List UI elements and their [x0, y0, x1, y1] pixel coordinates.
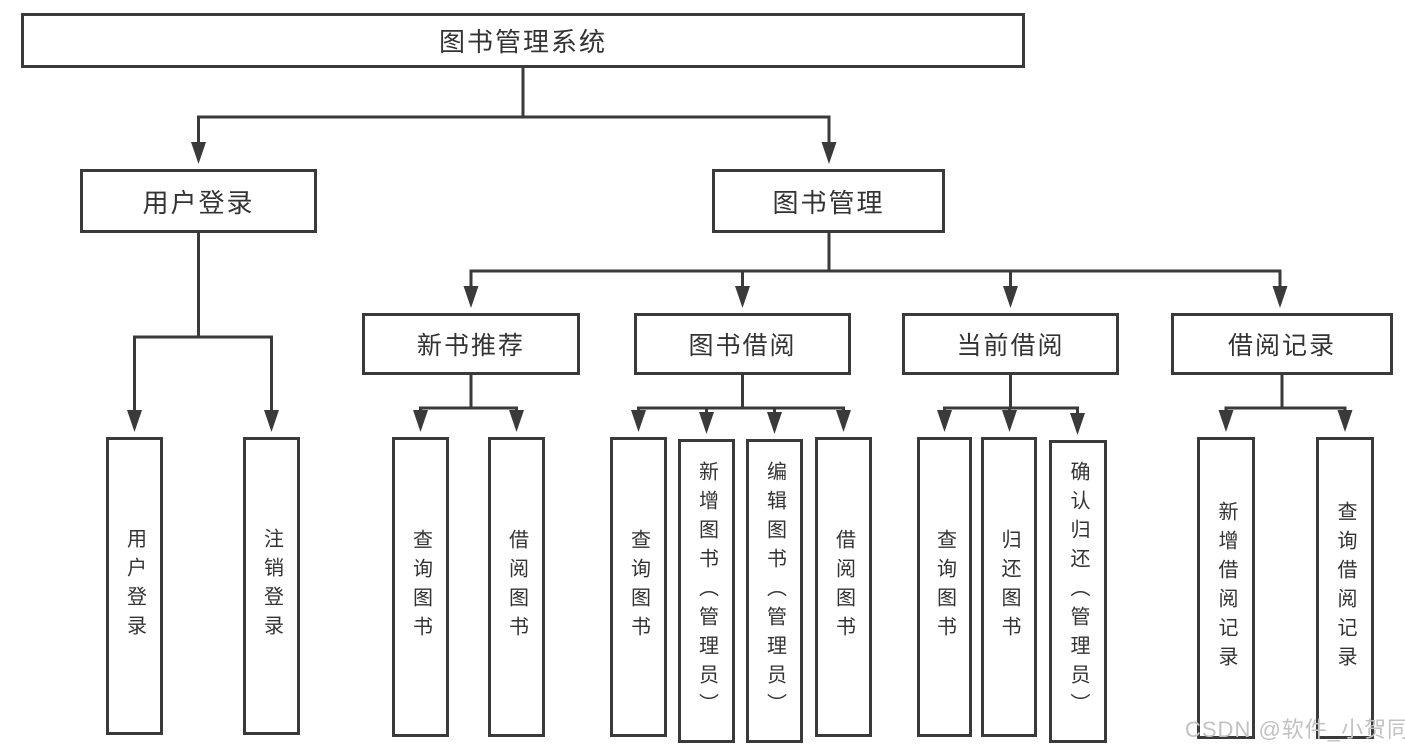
node-root-system: 图书管理系统	[21, 13, 1025, 68]
leaf-borrow-books-recommend: 借阅图书	[488, 437, 545, 737]
node-borrowing-records: 借阅记录	[1171, 313, 1393, 375]
leaf-edit-books-admin: 编辑图书（管理员）	[746, 439, 803, 743]
node-book-borrowing: 图书借阅	[634, 313, 851, 375]
node-current-borrowing: 当前借阅	[902, 313, 1119, 375]
leaf-query-books-current: 查询图书	[917, 437, 972, 737]
leaf-add-books-admin: 新增图书（管理员）	[678, 439, 735, 743]
leaf-user-login: 用户登录	[106, 437, 163, 735]
leaf-query-borrow-record: 查询借阅记录	[1316, 437, 1374, 739]
leaf-borrow-books: 借阅图书	[815, 437, 872, 737]
leaf-return-books: 归还图书	[981, 437, 1037, 737]
leaf-add-borrow-record: 新增借阅记录	[1197, 437, 1255, 739]
leaf-query-books-recommend: 查询图书	[392, 437, 449, 737]
node-user-login: 用户登录	[80, 169, 317, 233]
csdn-watermark: CSDN @软件_小贺同学	[1185, 717, 1405, 742]
leaf-confirm-return-admin: 确认归还（管理员）	[1049, 440, 1107, 743]
leaf-logout: 注销登录	[243, 437, 300, 735]
leaf-query-books-borrow: 查询图书	[610, 437, 667, 737]
node-book-management: 图书管理	[712, 169, 945, 233]
node-new-book-recommendation: 新书推荐	[362, 313, 580, 375]
